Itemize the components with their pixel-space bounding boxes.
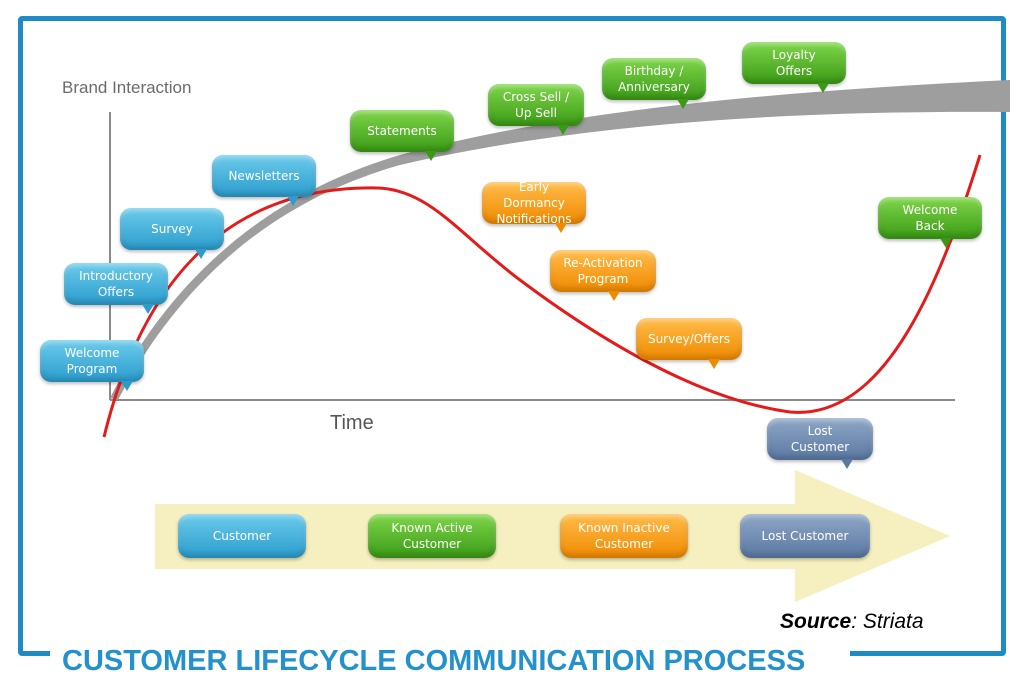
brand-interaction-curve — [110, 80, 1010, 400]
stage-customer: Customer — [178, 514, 306, 558]
x-axis-label: Time — [330, 412, 374, 434]
touchpoint-loyalty: Loyalty Offers — [742, 42, 846, 93]
title-background — [50, 640, 850, 680]
touchpoint-introductory-offers: Introductory Offers — [64, 263, 168, 314]
touchpoint-birthday: Birthday / Anniversary — [602, 58, 706, 109]
source-label: Source — [780, 610, 852, 633]
touchpoint-reactivation: Re-Activation Program — [550, 250, 656, 301]
stage-lost-customer: Lost Customer — [740, 514, 870, 558]
touchpoint-early-dormancy: Early Dormancy Notifications — [482, 180, 586, 233]
page-title: CUSTOMER LIFECYCLE COMMUNICATION PROCESS — [62, 645, 806, 677]
source-credit: Source: Striata — [780, 610, 924, 634]
stage-progress-arrow — [155, 470, 950, 602]
touchpoint-newsletters: Newsletters — [212, 155, 316, 206]
touchpoint-lost-customer: Lost Customer — [767, 418, 873, 469]
y-axis-label: Brand Interaction — [62, 78, 192, 97]
stage-known-inactive: Known Inactive Customer — [560, 514, 688, 558]
touchpoint-cross-sell: Cross Sell / Up Sell — [488, 84, 584, 135]
touchpoint-survey: Survey — [120, 208, 224, 259]
touchpoint-welcome-back: Welcome Back — [878, 197, 982, 248]
touchpoint-statements: Statements — [350, 110, 454, 161]
stage-known-active: Known Active Customer — [368, 514, 496, 558]
touchpoint-survey-offers: Survey/Offers — [636, 318, 742, 369]
touchpoint-welcome-program: Welcome Program — [40, 340, 144, 391]
source-value: : Striata — [851, 610, 924, 633]
